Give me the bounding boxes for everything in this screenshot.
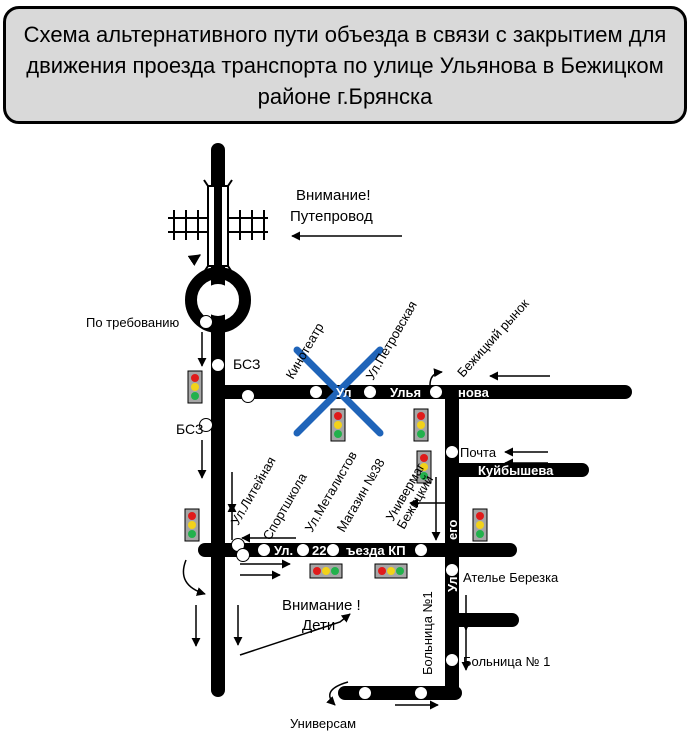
traffic-light-icon [187,370,203,404]
road-label-congress-ul: Ул. [274,543,293,558]
bus-stop-icon [257,543,271,557]
label-universam: Универсам [290,716,356,731]
label-hospital-vertical: Больница №1 [420,591,435,675]
bus-stop-icon [309,385,323,399]
road-label-ul: Ул [336,385,352,400]
bus-stop-icon [241,389,255,403]
page-title: Схема альтернативного пути объезда в свя… [23,21,667,109]
bus-stop-icon [414,686,428,700]
road-labels: Ул Улья нова Куйбышева Ул. 22 ъезда КП е… [274,385,554,592]
bus-stop-icon [199,315,213,329]
label-overpass: Путепровод [290,208,373,225]
label-on-demand: По требованию [86,315,180,330]
label-bsz-left: БСЗ [176,421,203,437]
traffic-light-icon [309,563,343,579]
bus-stop-icon [363,385,377,399]
label-post: Почта [460,445,497,460]
label-market: Бежицкий рынок [454,296,532,380]
road-label-vertical-ul: Ул [445,576,460,592]
traffic-light-icon [413,408,429,442]
label-atelier: Ателье Березка [463,570,559,585]
road-label-congress-22: 22 [312,543,326,558]
roundabout-icon [185,254,251,333]
direction-arrow-icon [239,613,351,656]
bus-stop-icon [445,653,459,667]
label-children: Дети [302,617,335,634]
direction-arrow-icon [326,681,349,706]
bus-stop-icon [296,543,310,557]
road-label-nova: нова [458,385,490,400]
label-hospital-stop: Больница № 1 [463,654,550,669]
title-box: Схема альтернативного пути объезда в свя… [3,6,687,124]
bus-stop-icon [445,563,459,577]
traffic-light-icon [472,508,488,542]
closure-cross-icon [293,346,384,437]
traffic-light-icon [184,508,200,542]
direction-arrows [182,231,550,710]
road-label-ulya: Улья [390,385,421,400]
bus-stop-icon [211,358,225,372]
bus-stop-icon [445,445,459,459]
traffic-light-icon [374,563,408,579]
road-label-vertical-end: его [445,520,460,540]
overpass-icon [168,179,268,273]
bus-stop-icon [326,543,340,557]
bus-stop-icon [429,385,443,399]
bus-stop-icon [236,548,250,562]
road-label-kuibysheva: Куйбышева [478,463,554,478]
label-petrovskaya: Ул.Петровская [363,298,420,382]
label-bsz-top: БСЗ [233,356,260,372]
direction-arrow-icon [182,559,206,596]
bus-stop-icon [414,543,428,557]
map-labels: Внимание! Путепровод По требованию БСЗ Б… [86,187,559,731]
label-attention-overpass: Внимание! [296,187,371,204]
road-label-congress-end: ъезда КП [346,543,406,558]
label-attention-children: Внимание ! [282,597,361,614]
bus-stop-icon [358,686,372,700]
traffic-light-icon [330,408,346,442]
direction-arrow-icon [429,368,443,386]
